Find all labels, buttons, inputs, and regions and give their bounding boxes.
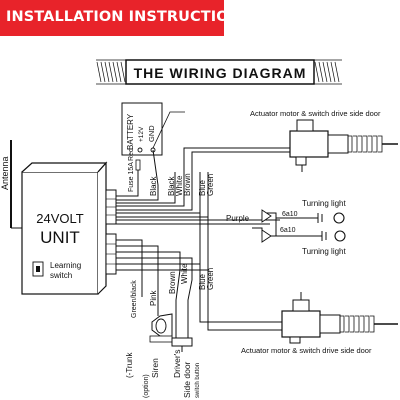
wire-label-brown-bottom: Brown (168, 271, 177, 294)
wire-label-green-bottom: Green (206, 268, 215, 290)
wire-labels-top: Black Black White Brown Blue Green (149, 173, 215, 196)
turning-light-top-bulb-icon (333, 212, 345, 224)
wire-label-blue: Blue (198, 179, 207, 196)
diagram-title: THE WIRING DIAGRAM (134, 65, 307, 81)
trunk-label: (-Trunk (125, 352, 134, 378)
fuse-rating-top: 6a10 (282, 211, 298, 218)
unit-name: UNIT (40, 228, 80, 247)
driver-door-switch (171, 337, 193, 352)
wire-label-white-bottom: White (180, 263, 189, 284)
turning-lights: Purple Turning light 6a10 6a10 Turning l… (226, 199, 347, 256)
antenna-label: Antenna (0, 156, 10, 190)
wire-label-brown: Brown (183, 173, 192, 196)
bottom-labels: (-Trunk (option) Siren Driver's Side doo… (125, 349, 201, 398)
siren-label: Siren (150, 358, 160, 378)
battery-label: BATTERY (126, 113, 135, 150)
battery-spec: +12V (138, 126, 145, 142)
unit-voltage: 24VOLT (36, 211, 84, 226)
red-wire-label: Red (128, 148, 135, 161)
drivers-label-3: switch button (195, 363, 201, 398)
drivers-label-1: Driver's (172, 349, 182, 378)
fuse-rating-bottom: 6a10 (280, 227, 296, 234)
battery-gnd-label: GND (147, 125, 156, 142)
siren-icon (155, 318, 167, 334)
actuator-top: Actuator motor & switch drive side door (250, 109, 398, 172)
title-banner: INSTALLATION INSTRUCTIONS (0, 0, 251, 36)
turning-light-bottom-label: Turning light (302, 247, 347, 256)
wire-label-black-2: Black (167, 175, 176, 196)
actuator-top-label: Actuator motor & switch drive side door (250, 109, 381, 118)
wire-label-black-1: Black (149, 175, 158, 196)
wire-label-green: Green (206, 174, 215, 196)
purple-wire-label: Purple (226, 214, 250, 223)
diode-top-icon (261, 209, 272, 223)
siren-option-label: (option) (143, 374, 150, 398)
control-unit: 24VOLT UNIT Learning switch (21, 161, 108, 295)
wire-label-green-black: Green/black (131, 280, 138, 318)
antenna: Antenna (0, 140, 23, 229)
diagram-title-plate: THE WIRING DIAGRAM (96, 59, 342, 85)
door-switch-icon (171, 337, 193, 347)
actuator-bottom: Actuator motor & switch drive side door (241, 292, 398, 355)
wire-label-blue-bottom: Blue (198, 273, 207, 290)
wire-label-white: White (175, 175, 184, 196)
wire-labels-bottom: Green/black Pink Brown White Blue Green (131, 263, 215, 318)
siren (149, 313, 173, 343)
wire-bundle (116, 147, 290, 338)
unit-connectors (105, 189, 117, 275)
battery: BATTERY +12V GND Red Fuse 15A (121, 102, 185, 192)
learning-switch-label-1: Learning (50, 261, 81, 270)
turning-light-bottom-bulb-icon (334, 230, 346, 242)
learning-switch-label-2: switch (50, 271, 72, 280)
wire-label-pink: Pink (149, 289, 158, 306)
diode-bottom-icon (261, 229, 272, 243)
drivers-label-2: Side door (182, 361, 192, 398)
battery-positive-terminal (137, 147, 143, 153)
turning-light-top-label: Turning light (302, 199, 347, 208)
actuator-bottom-label: Actuator motor & switch drive side door (241, 346, 372, 355)
fuse-label: Fuse 15A (128, 162, 135, 192)
banner-title: INSTALLATION INSTRUCTIONS (6, 9, 252, 25)
